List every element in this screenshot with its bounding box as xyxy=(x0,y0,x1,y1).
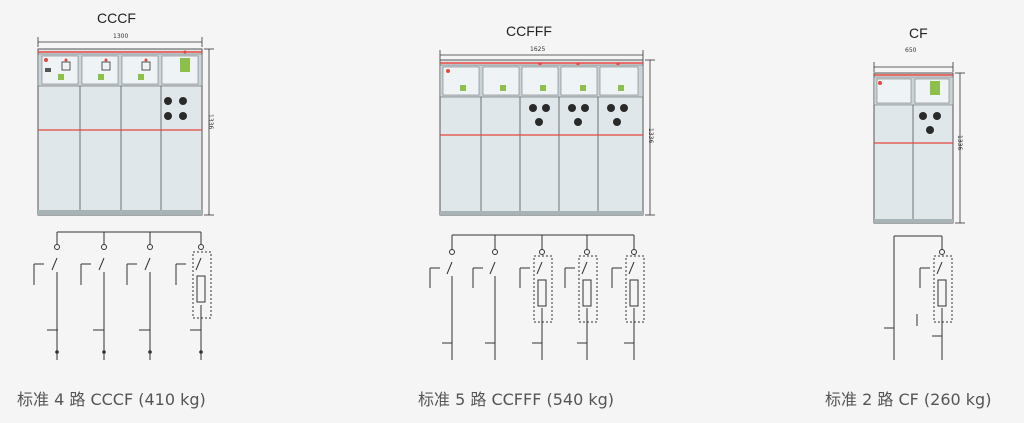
unit-title: CF xyxy=(909,25,928,41)
cabinet-drawing xyxy=(873,62,965,360)
cabinet-drawing xyxy=(33,37,214,360)
unit-caption: 标准 4 路 CCCF (410 kg) xyxy=(17,390,206,409)
width-dimension: 650 xyxy=(905,47,917,54)
unit-ccfff: CCFFF 1625 1336 xyxy=(400,0,700,423)
unit-cf: CF 650 1336 xyxy=(810,0,1024,423)
unit-title: CCCF xyxy=(97,10,136,26)
unit-caption: 标准 2 路 CF (260 kg) xyxy=(825,390,992,409)
width-dimension: 1625 xyxy=(530,46,546,53)
cabinet-drawing xyxy=(429,50,655,360)
unit-title: CCFFF xyxy=(506,23,552,39)
unit-cccf: CCCF 1300 1336 xyxy=(0,0,340,423)
unit-caption: 标准 5 路 CCFFF (540 kg) xyxy=(418,390,615,409)
width-dimension: 1300 xyxy=(113,33,129,40)
